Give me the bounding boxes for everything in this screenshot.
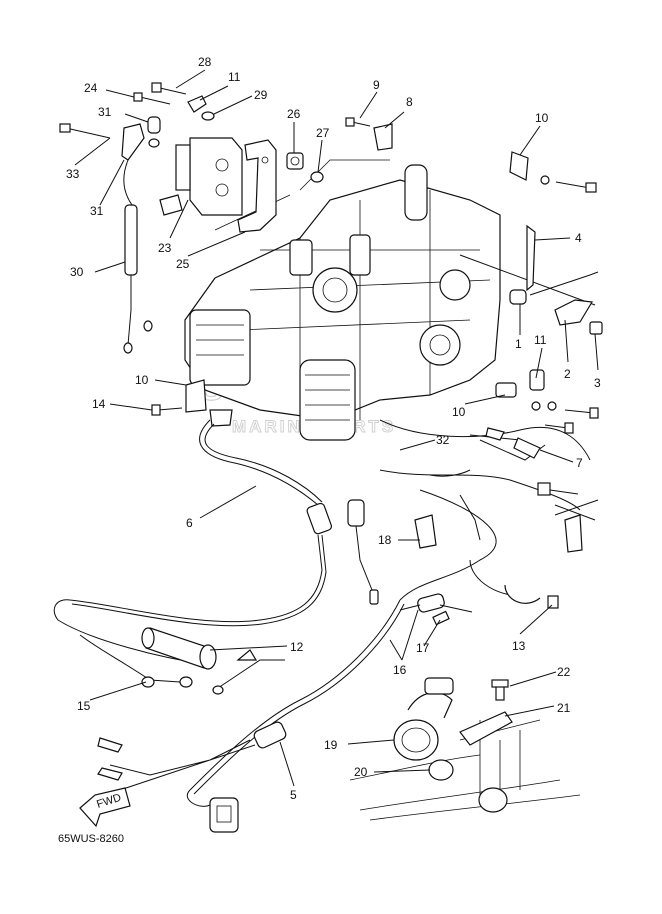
callout-22: 22 xyxy=(557,665,571,679)
callout-14: 14 xyxy=(92,397,106,411)
callout-27: 27 xyxy=(316,126,330,140)
callout-13: 13 xyxy=(512,639,526,653)
grommet xyxy=(141,627,217,670)
bracket xyxy=(237,139,277,233)
callout-21: 21 xyxy=(557,701,571,715)
callout-33: 33 xyxy=(66,167,80,181)
callout-3: 3 xyxy=(594,376,601,390)
callout-8: 8 xyxy=(406,95,413,109)
callout-10c: 10 xyxy=(452,405,466,419)
cowling-section xyxy=(349,677,581,821)
callout-15: 15 xyxy=(77,699,91,713)
callout-labels: 28 11 24 29 31 26 27 9 8 10 33 31 23 25 … xyxy=(66,55,601,802)
callout-10b: 10 xyxy=(135,373,149,387)
callout-19: 19 xyxy=(324,738,338,752)
callout-30: 30 xyxy=(70,265,84,279)
callout-7: 7 xyxy=(576,456,583,470)
plug-cap-lead xyxy=(123,159,153,354)
callout-26: 26 xyxy=(287,107,301,121)
callout-16: 16 xyxy=(393,663,407,677)
callout-10: 10 xyxy=(535,111,549,125)
callout-9: 9 xyxy=(373,78,380,92)
diagram-code: 65WUS-8260 xyxy=(58,833,124,845)
callout-18: 18 xyxy=(378,533,392,547)
callout-28: 28 xyxy=(198,55,212,69)
leader-lines xyxy=(74,69,599,787)
callout-17: 17 xyxy=(416,641,430,655)
engine-block xyxy=(184,159,501,441)
callout-24: 24 xyxy=(84,81,98,95)
small-parts-top xyxy=(59,82,597,193)
callout-12: 12 xyxy=(290,640,304,654)
callout-1: 1 xyxy=(515,337,522,351)
callout-32: 32 xyxy=(436,433,450,447)
callout-31: 31 xyxy=(98,105,112,119)
wire-harness xyxy=(53,419,599,833)
fwd-arrow-icon: FWD xyxy=(79,787,131,828)
callout-4: 4 xyxy=(575,231,582,245)
callout-2: 2 xyxy=(564,367,571,381)
callout-25: 25 xyxy=(176,257,190,271)
callout-31b: 31 xyxy=(90,204,104,218)
callout-6: 6 xyxy=(186,516,193,530)
callout-29: 29 xyxy=(254,88,268,102)
ignition-coil xyxy=(159,137,243,216)
callout-11: 11 xyxy=(228,70,241,84)
callout-5: 5 xyxy=(290,788,297,802)
small-parts-right xyxy=(459,224,603,434)
callout-11b: 11 xyxy=(534,333,547,347)
callout-20: 20 xyxy=(354,765,368,779)
callout-23: 23 xyxy=(158,241,172,255)
battery-lead xyxy=(79,634,193,688)
small-parts-left xyxy=(151,379,233,427)
